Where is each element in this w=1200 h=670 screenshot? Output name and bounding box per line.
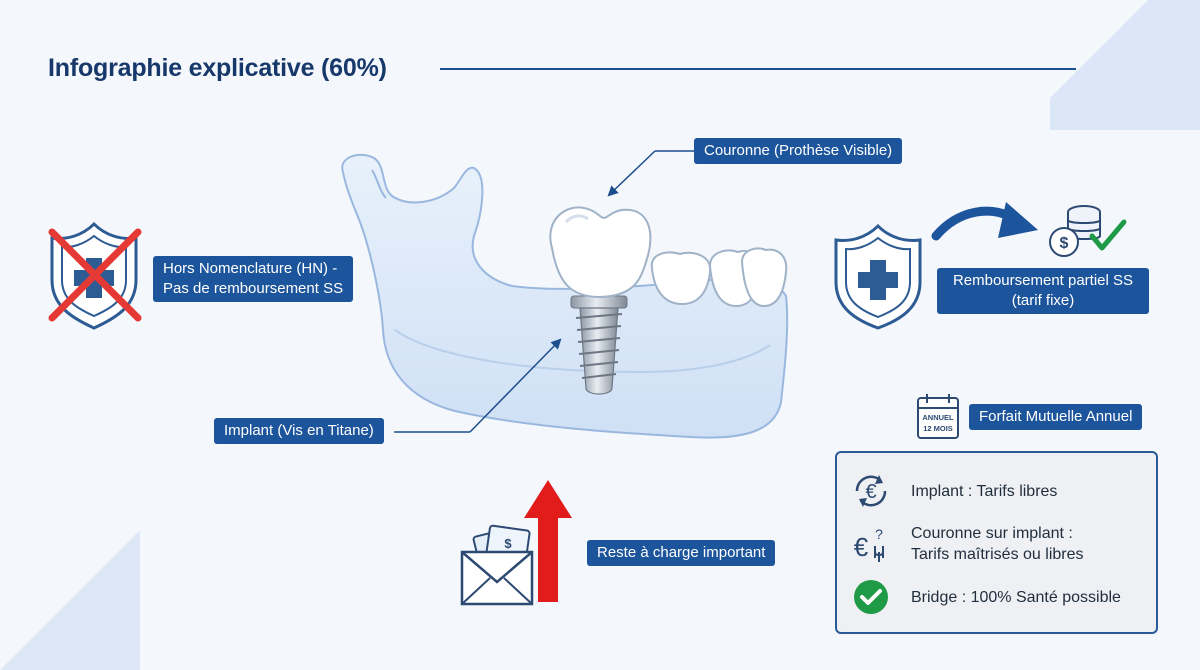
svg-text:?: ? (875, 526, 883, 542)
euro-question-icon: € ? (854, 526, 884, 562)
page-title: Infographie explicative (60%) (48, 54, 387, 82)
calendar-line1: ANNUEL (922, 413, 954, 422)
svg-text:$: $ (504, 536, 512, 551)
shield-plus-icon (834, 223, 922, 330)
euro-cycle-icon: € (855, 475, 887, 507)
info-item-bridge: Bridge : 100% Santé possible (849, 577, 1148, 617)
info-item-implant: € Implant : Tarifs libres (849, 471, 1148, 511)
title-divider (440, 68, 1076, 70)
implant-label: Implant (Vis en Titane) (214, 418, 384, 444)
red-up-arrow-icon (524, 480, 572, 602)
reimbursement-label: Remboursement partiel SS (tarif fixe) (937, 268, 1149, 314)
info-text-bridge: Bridge : 100% Santé possible (911, 588, 1121, 606)
reste-a-charge-label: Reste à charge important (587, 540, 776, 566)
info-text-implant: Implant : Tarifs libres (911, 482, 1058, 500)
info-text-couronne: Couronne sur implant : Tarifs maîtrisés … (911, 525, 1084, 563)
crown-label: Couronne (Prothèse Visible) (694, 138, 903, 164)
svg-text:$: $ (1060, 235, 1069, 252)
svg-text:€: € (865, 481, 876, 503)
implant-screw (570, 295, 628, 395)
corner-decoration (1050, 0, 1200, 130)
envelope-money-icon: $ (460, 524, 534, 606)
curved-arrow-icon (931, 202, 1038, 241)
coins-check-icon: $ (1049, 205, 1127, 257)
calendar-line2: 12 MOIS (923, 424, 953, 433)
crown-tooth (549, 206, 652, 299)
implant-leader-arrow (469, 338, 562, 433)
shield-crossed-icon (48, 221, 142, 330)
natural-teeth (650, 247, 788, 308)
mutual-label: Forfait Mutuelle Annuel (969, 404, 1143, 430)
tariff-info-box: € Implant : Tarifs libres € ? Couronne s… (835, 451, 1158, 634)
corner-decoration (0, 530, 140, 670)
info-item-couronne: € ? Couronne sur implant : Tarifs maîtri… (849, 523, 1148, 565)
calendar-icon: ANNUEL 12 MOIS (917, 394, 959, 439)
hn-label: Hors Nomenclature (HN) - Pas de rembours… (153, 256, 354, 302)
crown-leader-arrow (607, 150, 656, 197)
svg-text:€: € (854, 532, 869, 562)
green-check-icon (854, 580, 888, 614)
